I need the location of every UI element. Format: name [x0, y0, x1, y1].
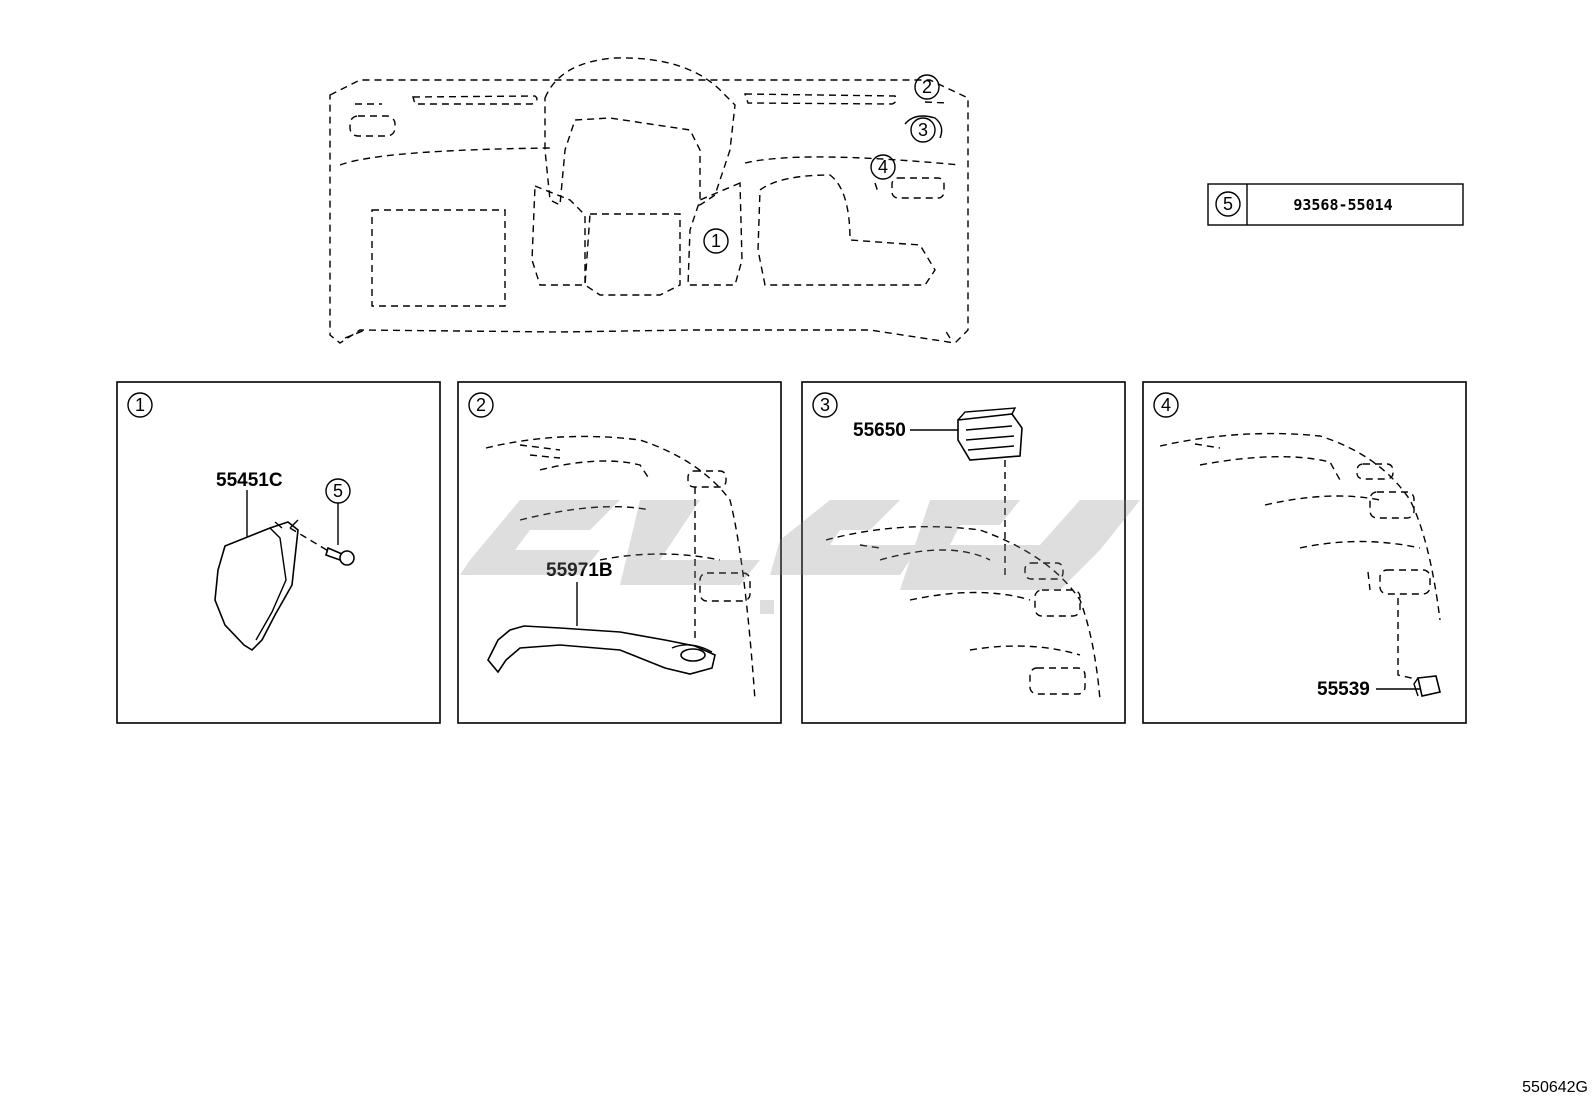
speaker-cover-part — [214, 521, 299, 652]
svg-text:1: 1 — [711, 231, 721, 251]
svg-text:4: 4 — [878, 157, 888, 177]
figure-code: 550642G — [1522, 1079, 1588, 1096]
screw-part — [325, 546, 355, 566]
overview-callout-4: 4 — [870, 154, 896, 180]
part-label-55539: 55539 — [1317, 679, 1370, 700]
svg-text:2: 2 — [922, 77, 932, 97]
defroster-duct-part — [487, 625, 716, 675]
panel-4-index: 4 — [1161, 395, 1171, 415]
detail-panel-2: 2 55971B — [457, 381, 782, 724]
panel-1-callout-5: 5 — [333, 481, 343, 501]
detail-panel-1: 1 55451C 5 — [116, 381, 441, 724]
overview-callout-2: 2 — [914, 74, 940, 100]
reference-table: 5 93568-55014 — [1207, 183, 1464, 226]
watermark-logo — [460, 500, 1140, 614]
detail-panel-4: 4 55539 — [1142, 381, 1467, 724]
panel-3-index: 3 — [820, 395, 830, 415]
panel-2-index: 2 — [476, 395, 486, 415]
panel-1-index: 1 — [135, 395, 145, 415]
part-label-55971B: 55971B — [546, 560, 613, 581]
part-label-55650: 55650 — [853, 420, 906, 441]
detail-panel-3: 3 55650 — [801, 381, 1126, 724]
air-register-part — [957, 407, 1023, 461]
overview-callout-3: 3 — [904, 115, 943, 143]
svg-text:3: 3 — [918, 120, 928, 140]
part-label-55451C: 55451C — [216, 470, 283, 491]
reference-table-part-number: 93568-55014 — [1293, 196, 1392, 214]
instrument-panel-overview — [329, 57, 969, 344]
overview-callout-1: 1 — [703, 228, 729, 254]
reference-table-index: 5 — [1223, 194, 1233, 214]
clip-part — [1413, 675, 1441, 697]
